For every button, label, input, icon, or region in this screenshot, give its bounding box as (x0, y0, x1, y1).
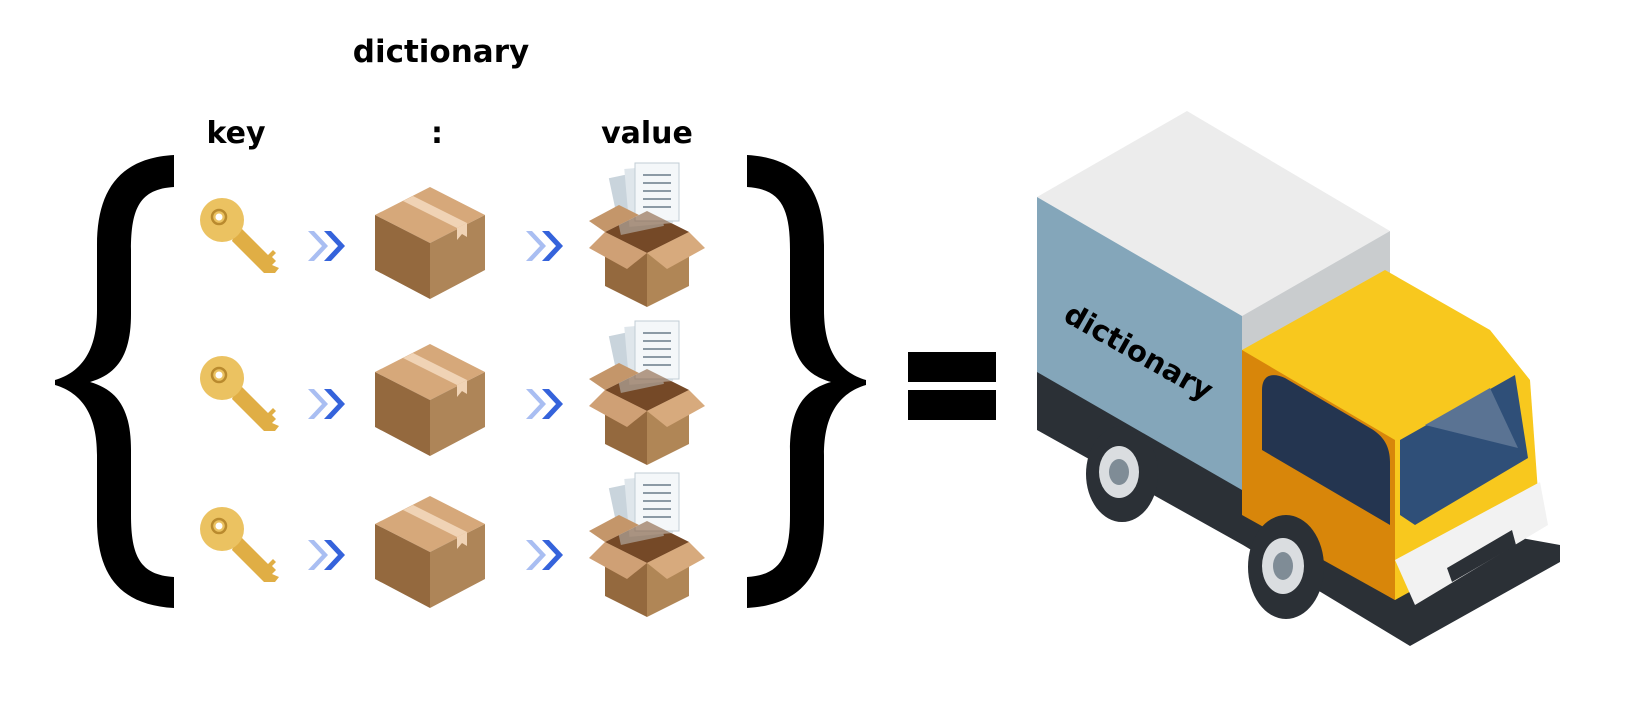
key-icon (198, 354, 281, 433)
dictionary-row (198, 472, 706, 618)
open-box-with-documents-icon (588, 320, 706, 466)
double-chevron-right-icon (308, 231, 345, 261)
double-chevron-right-icon (526, 231, 563, 261)
separator-column-label: : (431, 116, 443, 151)
left-curly-brace (55, 155, 174, 608)
right-curly-brace (747, 155, 866, 608)
double-chevron-right-icon (526, 389, 563, 419)
closed-box-icon (375, 187, 485, 299)
double-chevron-right-icon (526, 540, 563, 570)
truck-icon: dictionary (1037, 111, 1560, 646)
double-chevron-right-icon (308, 389, 345, 419)
dictionary-row (198, 162, 706, 308)
dictionary-row (198, 320, 706, 466)
closed-box-icon (375, 344, 485, 456)
diagram-title: dictionary (352, 34, 530, 70)
open-box-with-documents-icon (588, 162, 706, 308)
key-column-label: key (206, 116, 266, 151)
value-column-label: value (601, 116, 693, 151)
open-box-with-documents-icon (588, 472, 706, 618)
closed-box-icon (375, 496, 485, 608)
key-icon (198, 196, 281, 275)
key-icon (198, 505, 281, 584)
double-chevron-right-icon (308, 540, 345, 570)
equals-sign (908, 352, 996, 420)
